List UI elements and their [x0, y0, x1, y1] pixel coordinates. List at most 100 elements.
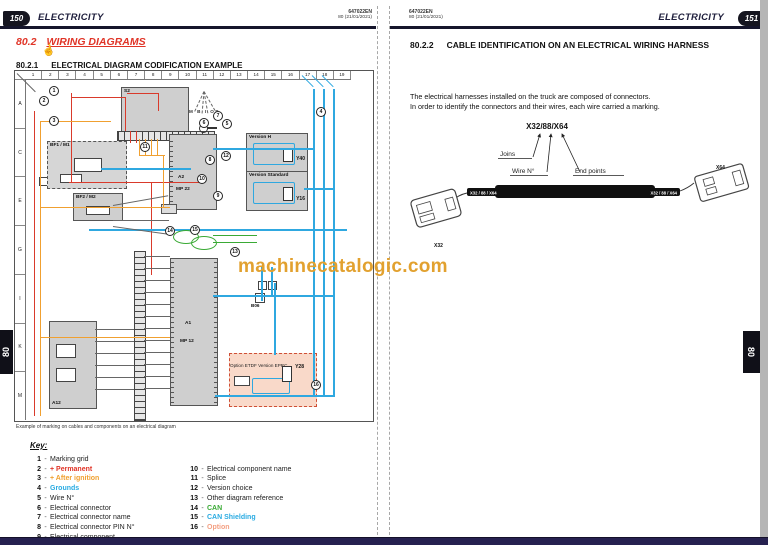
grid-col-label: 11	[197, 71, 214, 79]
doc-reference: 647022EN 80 (21/01/2021)	[409, 9, 443, 21]
key-item-number: 10	[190, 465, 198, 473]
doc-ref-revision: 80 (21/01/2021)	[409, 15, 443, 20]
grid-row-label: C	[15, 127, 25, 177]
wire	[89, 229, 347, 231]
key-item-separator: -	[44, 523, 47, 531]
grid-col-label: 16	[282, 71, 300, 79]
version-h-box: Version H Y40	[246, 133, 308, 172]
key-item-number: 1	[37, 456, 41, 463]
key-item-number: 14	[190, 504, 198, 512]
wire	[139, 139, 141, 155]
wire	[95, 377, 134, 378]
callout-3: 3	[49, 116, 59, 126]
wire	[40, 121, 42, 416]
component-bf1-m1: BF1 / M1	[47, 141, 127, 189]
component-label: A1	[185, 321, 192, 326]
wire	[95, 341, 134, 342]
joins-arrow	[532, 133, 541, 158]
hand-cursor-icon: ☝	[41, 43, 57, 59]
can-shield-loop	[253, 143, 295, 165]
valve-symbol	[283, 148, 293, 162]
grid-col-label: 7	[128, 71, 146, 79]
grid-col-label: 17	[300, 71, 317, 79]
wire	[40, 207, 170, 209]
wire	[144, 304, 170, 305]
end-points-arrow	[561, 133, 581, 173]
wire	[157, 139, 159, 155]
key-item-label: Other diagram reference	[207, 494, 284, 502]
connector-strip	[134, 251, 146, 421]
can-shield-loop	[252, 378, 290, 394]
component-label: BF1 / M1	[50, 143, 70, 148]
key-item-separator: -	[201, 465, 204, 473]
key-item-label: Wire N°	[50, 494, 75, 502]
wire	[163, 155, 165, 208]
callout-10: 10	[197, 174, 207, 184]
wire	[95, 365, 134, 366]
cable-sleeve-thick	[495, 185, 655, 198]
callout-15: 15	[190, 225, 200, 235]
pin-strip	[214, 261, 217, 403]
connector-x32-label: X32	[434, 243, 443, 249]
can-shield-loop	[253, 182, 295, 204]
grid-row-label: E	[15, 176, 25, 225]
key-item-2: 2-+ Permanent	[28, 465, 198, 475]
component-b06-symbol	[255, 293, 265, 303]
doc-reference: 647022EN 80 (21/01/2021)	[338, 9, 372, 21]
wire	[144, 340, 170, 341]
key-item-14: 14-CAN	[185, 504, 355, 514]
key-item-number: 2	[37, 465, 41, 473]
grid-col-label: 19	[334, 71, 351, 79]
version-standard-box: Version Standard Y16	[246, 171, 308, 211]
wire	[113, 220, 169, 221]
option-label: Option ETDF Version EPRC	[230, 363, 288, 368]
component-label: BF2 / M2	[76, 195, 96, 200]
key-item-separator: -	[201, 475, 204, 483]
wire	[69, 182, 205, 184]
wire	[144, 376, 170, 377]
component-label: S2	[124, 89, 130, 94]
body-text: The electrical harnesses installed on th…	[410, 92, 651, 101]
component-a1-mp12: A1 MP 12	[170, 258, 218, 406]
connector-x32-drawing	[410, 188, 462, 228]
chapter-tab-label: 80	[1, 346, 12, 358]
chapter-tab-label: 80	[746, 346, 757, 358]
end-points-label: End points	[575, 168, 606, 175]
key-item-16: 16-Option	[185, 523, 355, 533]
wire	[101, 168, 191, 170]
key-item-separator: -	[201, 523, 204, 531]
body-text: In order to identify the connectors and …	[410, 102, 660, 111]
key-item-separator: -	[201, 485, 204, 493]
grid-col-label: 18	[317, 71, 334, 79]
key-item-label: Marking grid	[50, 456, 89, 463]
callout-1: 1	[49, 86, 59, 96]
wire-no-arrow	[546, 133, 553, 173]
wire	[271, 267, 273, 295]
key-item-separator: -	[44, 514, 47, 522]
key-item-8: 8-Electrical connector PIN N°	[28, 523, 198, 533]
connector-x64-label: X64	[716, 165, 725, 171]
key-item-number: 3	[37, 475, 41, 483]
page-151: 647022EN 80 (21/01/2021) ELECTRICITY 151…	[384, 0, 768, 545]
harness-figure: X32/88/X64 Joins Wire N° End points X32 …	[410, 122, 750, 249]
key-item-1: 1-Marking grid	[28, 455, 198, 465]
wire	[261, 267, 263, 301]
callout-13: 13	[230, 247, 240, 257]
wire	[71, 97, 125, 99]
wire	[40, 337, 170, 339]
wire	[274, 283, 276, 355]
page-fold-line	[377, 6, 378, 535]
subsection-text: CABLE IDENTIFICATION ON AN ELECTRICAL WI…	[446, 40, 710, 50]
joins-label: Joins	[500, 151, 516, 158]
cable-lead-right	[679, 182, 695, 192]
wire	[95, 329, 134, 330]
callout-5: 5	[222, 119, 232, 129]
grid-row-label: I	[15, 273, 25, 323]
component-a12: A12	[49, 321, 97, 409]
key-item-separator: -	[44, 456, 47, 463]
grid-col-label: 6	[111, 71, 128, 79]
